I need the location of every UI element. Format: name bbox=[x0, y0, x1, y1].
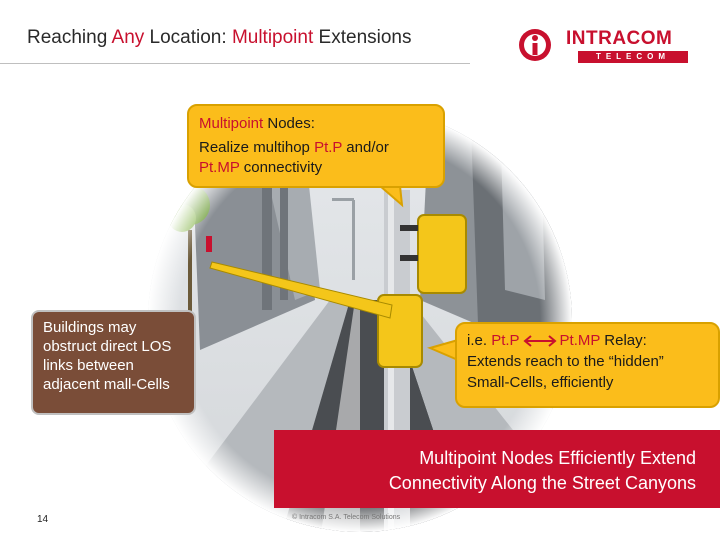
footer-copyright: © Intracom S.A. Telecom Solutions bbox=[292, 514, 401, 521]
relay-callout-line1: i.e. Pt.P Pt.MP Relay: bbox=[467, 330, 708, 351]
callout-nodes-line1: Realize multihop Pt.P and/or bbox=[199, 138, 433, 158]
callout-nodes-line2-b: connectivity bbox=[239, 159, 323, 176]
callout-nodes-heading-red: Multipoint bbox=[199, 115, 264, 132]
title-part-5: Extensions bbox=[313, 27, 412, 48]
logo-subtitle: TELECOM bbox=[578, 51, 688, 63]
banner-line2: Connectivity Along the Street Canyons bbox=[388, 473, 696, 493]
page-number: 14 bbox=[37, 514, 49, 525]
conclusion-banner: Multipoint Nodes Efficiently Extend Conn… bbox=[274, 430, 720, 508]
multipoint-nodes-callout: Multipoint Nodes: Realize multihop Pt.P … bbox=[187, 104, 445, 188]
banner-line1: Multipoint Nodes Efficiently Extend bbox=[419, 448, 696, 468]
logo-brand: INTRACOM bbox=[566, 28, 673, 49]
title-part-1: Reaching bbox=[27, 27, 112, 48]
callout-nodes-heading-rest: Nodes: bbox=[263, 115, 315, 132]
relay-line3: Small-Cells, efficiently bbox=[467, 374, 614, 391]
relay-callout: i.e. Pt.P Pt.MP Relay: Extends reach to t… bbox=[455, 322, 720, 408]
relay-line1-ptmp: Pt.MP bbox=[559, 332, 601, 349]
title-divider bbox=[0, 63, 470, 64]
double-arrow-icon bbox=[522, 335, 557, 347]
callout-nodes-line2-red: Pt.MP bbox=[199, 159, 240, 176]
relay-line1-a: i.e. bbox=[467, 332, 492, 349]
callout-nodes-line1-b: and/or bbox=[342, 139, 389, 156]
callout-nodes-line2: Pt.MP connectivity bbox=[199, 158, 433, 178]
title-part-3: Location: bbox=[144, 27, 232, 48]
relay-line1-ptp: Pt.P bbox=[491, 332, 520, 349]
title-part-2: Any bbox=[111, 27, 145, 48]
callout-nodes-heading: Multipoint Nodes: bbox=[199, 114, 433, 134]
relay-line1-b: Relay: bbox=[600, 332, 647, 349]
intracom-logo-icon bbox=[519, 29, 551, 61]
title-part-4: Multipoint bbox=[231, 27, 314, 48]
page-title: Reaching Any Location: Multipoint Extens… bbox=[27, 27, 412, 49]
callout-nodes-line1-a: Realize multihop bbox=[199, 139, 315, 156]
buildings-obstruction-callout: Buildings may obstruct direct LOS links … bbox=[31, 310, 196, 415]
relay-line2: Extends reach to the “hidden” bbox=[467, 353, 664, 370]
callout-nodes-line1-red: Pt.P bbox=[314, 139, 343, 156]
company-logo: INTRACOM TELECOM bbox=[516, 26, 688, 64]
